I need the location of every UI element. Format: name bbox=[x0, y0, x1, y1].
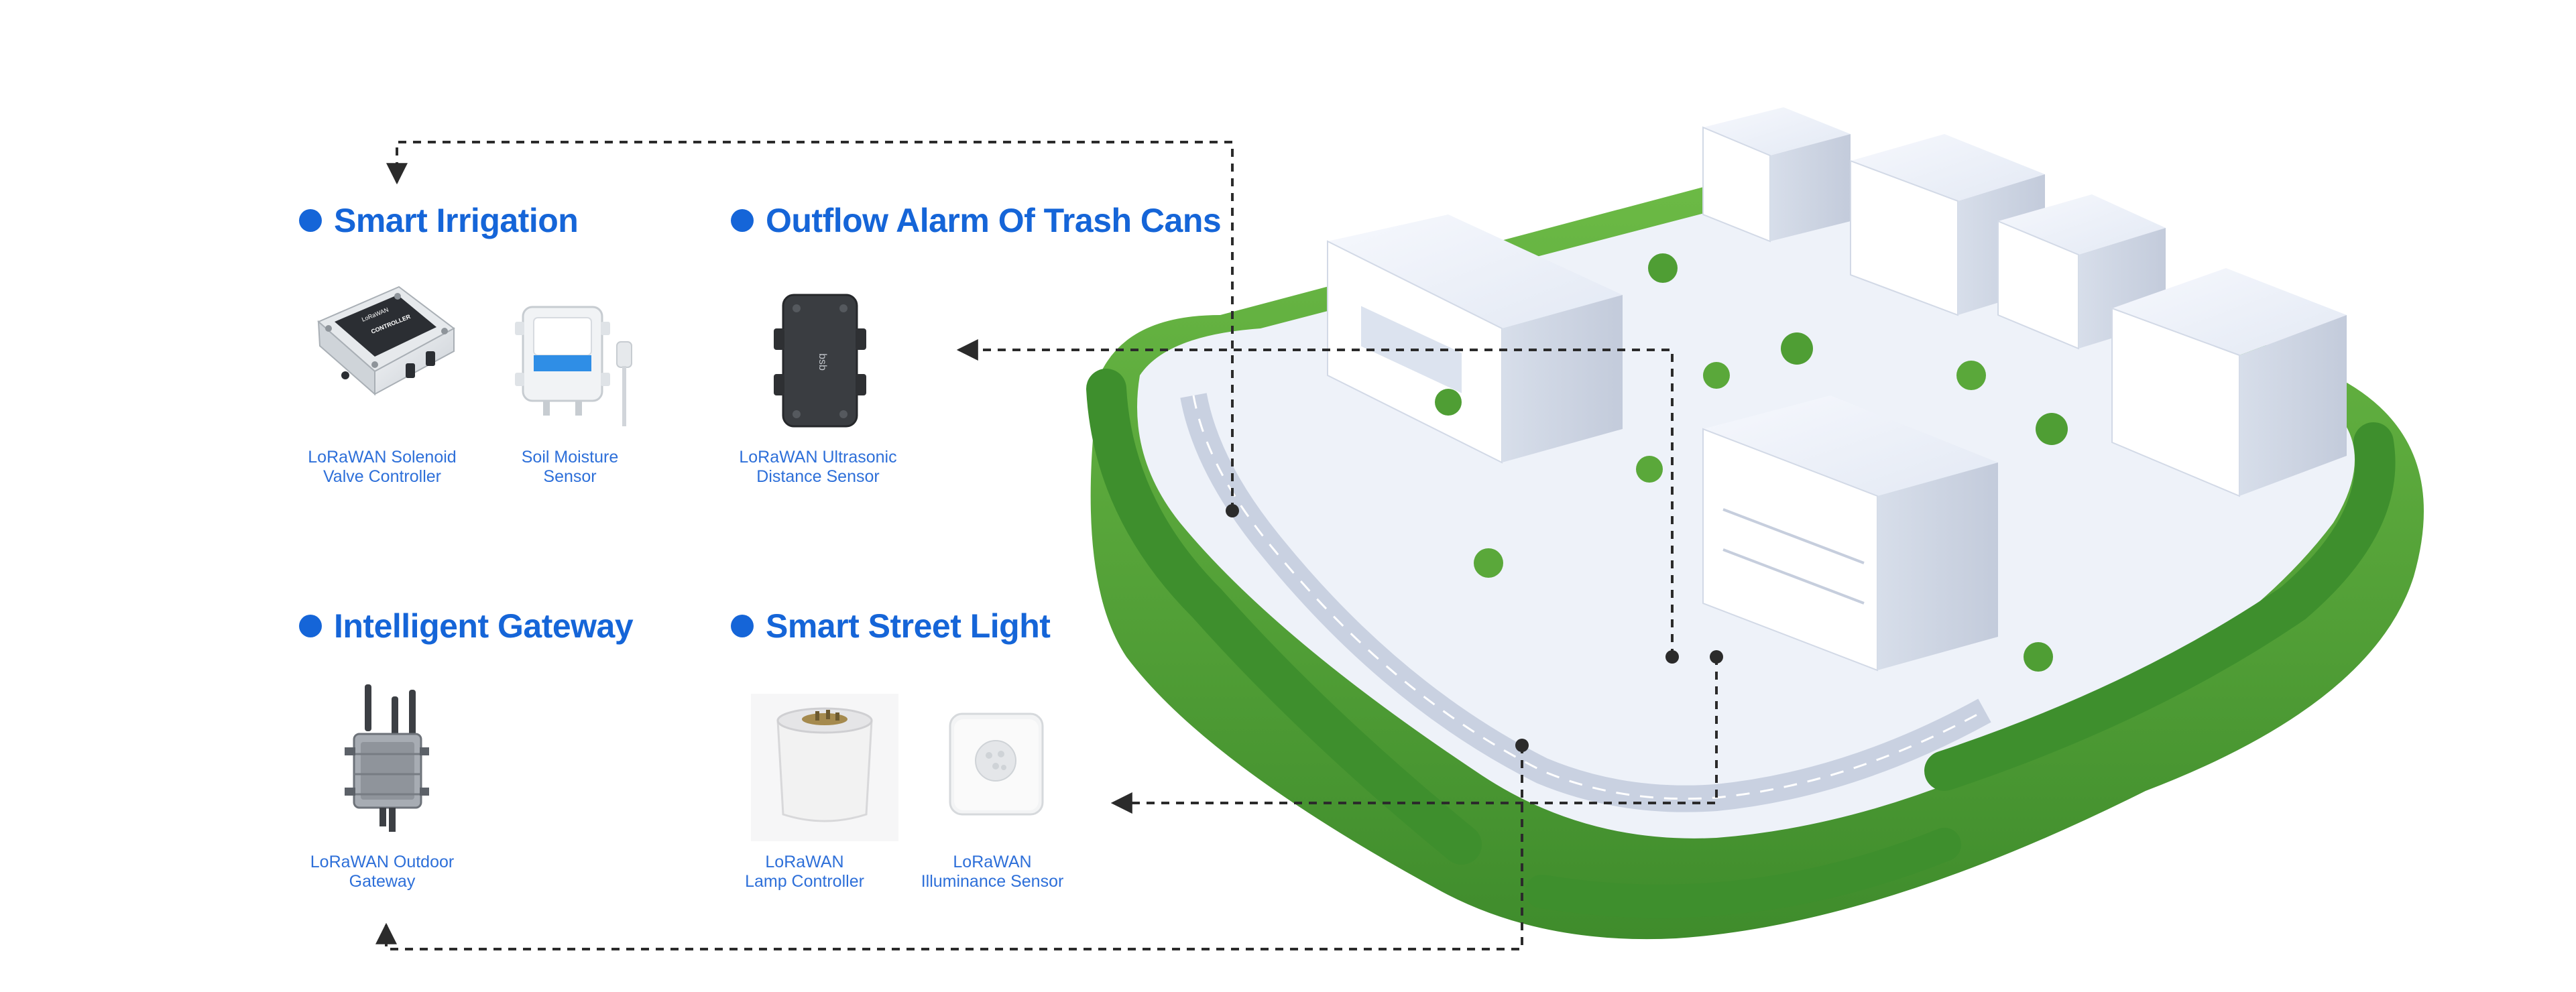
marker-dot-street-light bbox=[1710, 650, 1723, 664]
solenoid-controller-image: LoRaWAN CONTROLLER bbox=[317, 286, 455, 396]
ground-top bbox=[1137, 191, 2355, 839]
caption-line: Lamp Controller bbox=[745, 872, 864, 891]
caption-line: LoRaWAN Outdoor bbox=[310, 853, 455, 871]
marker-dot-gateway bbox=[1515, 739, 1529, 752]
svg-text:bsb: bsb bbox=[817, 353, 828, 371]
caption-line: Valve Controller bbox=[323, 467, 441, 486]
section-title: Outflow Alarm Of Trash Cans bbox=[766, 202, 1222, 239]
section-smart-irrigation: Smart Irrigation bbox=[299, 201, 579, 240]
section-smart-street-light: Smart Street Light bbox=[731, 607, 1051, 645]
caption-line: LoRaWAN Ultrasonic bbox=[739, 448, 897, 467]
road bbox=[1180, 393, 1991, 812]
bullet-dot-icon bbox=[731, 615, 754, 637]
marker-dot-irrigation bbox=[1226, 504, 1239, 517]
section-title: Smart Street Light bbox=[766, 607, 1051, 645]
ultrasonic-sensor-image: bsb bbox=[774, 294, 866, 428]
caption-line: LoRaWAN bbox=[765, 853, 844, 871]
connector-street-light bbox=[1110, 657, 1718, 814]
caption-line: LoRaWAN bbox=[953, 853, 1032, 871]
caption-line: Soil Moisture bbox=[521, 448, 619, 467]
illuminance-sensor-image bbox=[949, 712, 1044, 816]
caption-line: Illuminance Sensor bbox=[921, 872, 1064, 891]
section-trash-can-alarm: Outflow Alarm Of Trash Cans bbox=[731, 201, 1222, 240]
bullet-dot-icon bbox=[299, 615, 322, 637]
caption-ultrasonic-distance-sensor: LoRaWAN Ultrasonic Distance Sensor bbox=[724, 448, 912, 487]
caption-line: LoRaWAN Solenoid bbox=[308, 448, 457, 467]
caption-line: Distance Sensor bbox=[756, 467, 880, 486]
marker-dot-trash bbox=[1665, 650, 1679, 664]
connector-trash bbox=[956, 339, 1674, 657]
caption-lamp-controller: LoRaWAN Lamp Controller bbox=[731, 853, 878, 891]
caption-outdoor-gateway: LoRaWAN Outdoor Gateway bbox=[295, 853, 469, 891]
bullet-dot-icon bbox=[299, 209, 322, 232]
hedge-left bbox=[1086, 369, 1482, 865]
soil-moisture-sensor-image bbox=[515, 306, 632, 426]
section-title: Smart Irrigation bbox=[334, 202, 579, 239]
hedge-right bbox=[1924, 422, 2396, 791]
caption-soil-moisture-sensor: Soil Moisture Sensor bbox=[496, 448, 644, 487]
section-intelligent-gateway: Intelligent Gateway bbox=[299, 607, 634, 645]
ground-base bbox=[1090, 164, 2424, 940]
section-title: Intelligent Gateway bbox=[334, 607, 634, 645]
caption-line: Gateway bbox=[349, 872, 416, 891]
caption-solenoid-valve-controller: LoRaWAN Solenoid Valve Controller bbox=[295, 448, 469, 487]
bullet-dot-icon bbox=[731, 209, 754, 232]
outdoor-gateway-image bbox=[345, 684, 429, 832]
caption-illuminance-sensor: LoRaWAN Illuminance Sensor bbox=[902, 853, 1083, 891]
lamp-controller-image bbox=[751, 694, 898, 841]
caption-line: Sensor bbox=[543, 467, 597, 486]
